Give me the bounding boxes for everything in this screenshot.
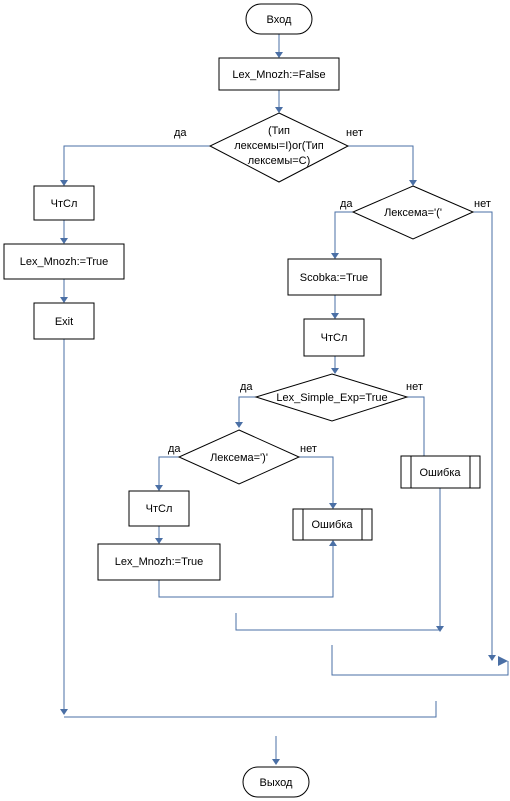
- end-label: Выход: [260, 777, 293, 789]
- read-left-label: ЧтСл: [51, 198, 78, 210]
- no-label-simple: нет: [406, 381, 423, 393]
- no-label-close: нет: [300, 443, 317, 455]
- error-right-label: Ошибка: [420, 467, 462, 479]
- cond-type-line-1: (Тип: [268, 125, 290, 137]
- process-read-inner: ЧтСл: [128, 490, 190, 527]
- cond-paren-label: Лексема='(': [384, 207, 442, 219]
- process-assign-false: Lex_Mnozh:=False: [218, 57, 340, 91]
- process-exit: Exit: [33, 302, 95, 340]
- no-label-type: нет: [346, 127, 363, 139]
- process-assign-true-left: Lex_Mnozh:=True: [3, 243, 125, 280]
- cond-simple-label: Lex_Simple_Exp=True: [276, 392, 387, 404]
- assign-false-label: Lex_Mnozh:=False: [232, 69, 325, 81]
- yes-label-close: да: [168, 443, 181, 455]
- cond-type-line-3: лексемы=C): [248, 155, 311, 167]
- end-terminal: Выход: [242, 766, 310, 798]
- process-error-right: Ошибка: [400, 455, 481, 489]
- assign-true-inner-label: Lex_Mnozh:=True: [115, 556, 204, 568]
- decision-token-type: (Тип лексемы=I)or(Тип лексемы=C): [208, 112, 350, 183]
- decision-open-paren: Лексема='(': [351, 185, 475, 240]
- cond-close-label: Лексема=')': [210, 452, 268, 464]
- yes-label-paren: да: [340, 198, 353, 210]
- process-read-left: ЧтСл: [33, 185, 95, 221]
- cond-type-line-2: лексемы=I)or(Тип: [234, 140, 324, 152]
- process-scobka: Scobka:=True: [287, 258, 382, 296]
- process-assign-true-inner: Lex_Mnozh:=True: [97, 543, 221, 581]
- exit-label: Exit: [55, 316, 73, 328]
- process-error-mid: Ошибка: [292, 508, 373, 541]
- yes-label-type: да: [174, 127, 187, 139]
- process-read-mid: ЧтСл: [303, 318, 365, 357]
- no-label-paren: нет: [474, 198, 491, 210]
- decision-close-paren: Лексема=')': [177, 429, 301, 485]
- decision-simple-exp: Lex_Simple_Exp=True: [254, 373, 409, 422]
- start-label: Вход: [267, 14, 292, 26]
- connectors: [60, 34, 509, 765]
- scobka-label: Scobka:=True: [300, 272, 368, 284]
- read-inner-label: ЧтСл: [146, 503, 173, 515]
- read-mid-label: ЧтСл: [321, 332, 348, 344]
- assign-true-left-label: Lex_Mnozh:=True: [20, 256, 109, 268]
- error-mid-label: Ошибка: [312, 519, 354, 531]
- yes-label-simple: да: [240, 381, 253, 393]
- start-terminal: Вход: [245, 3, 313, 35]
